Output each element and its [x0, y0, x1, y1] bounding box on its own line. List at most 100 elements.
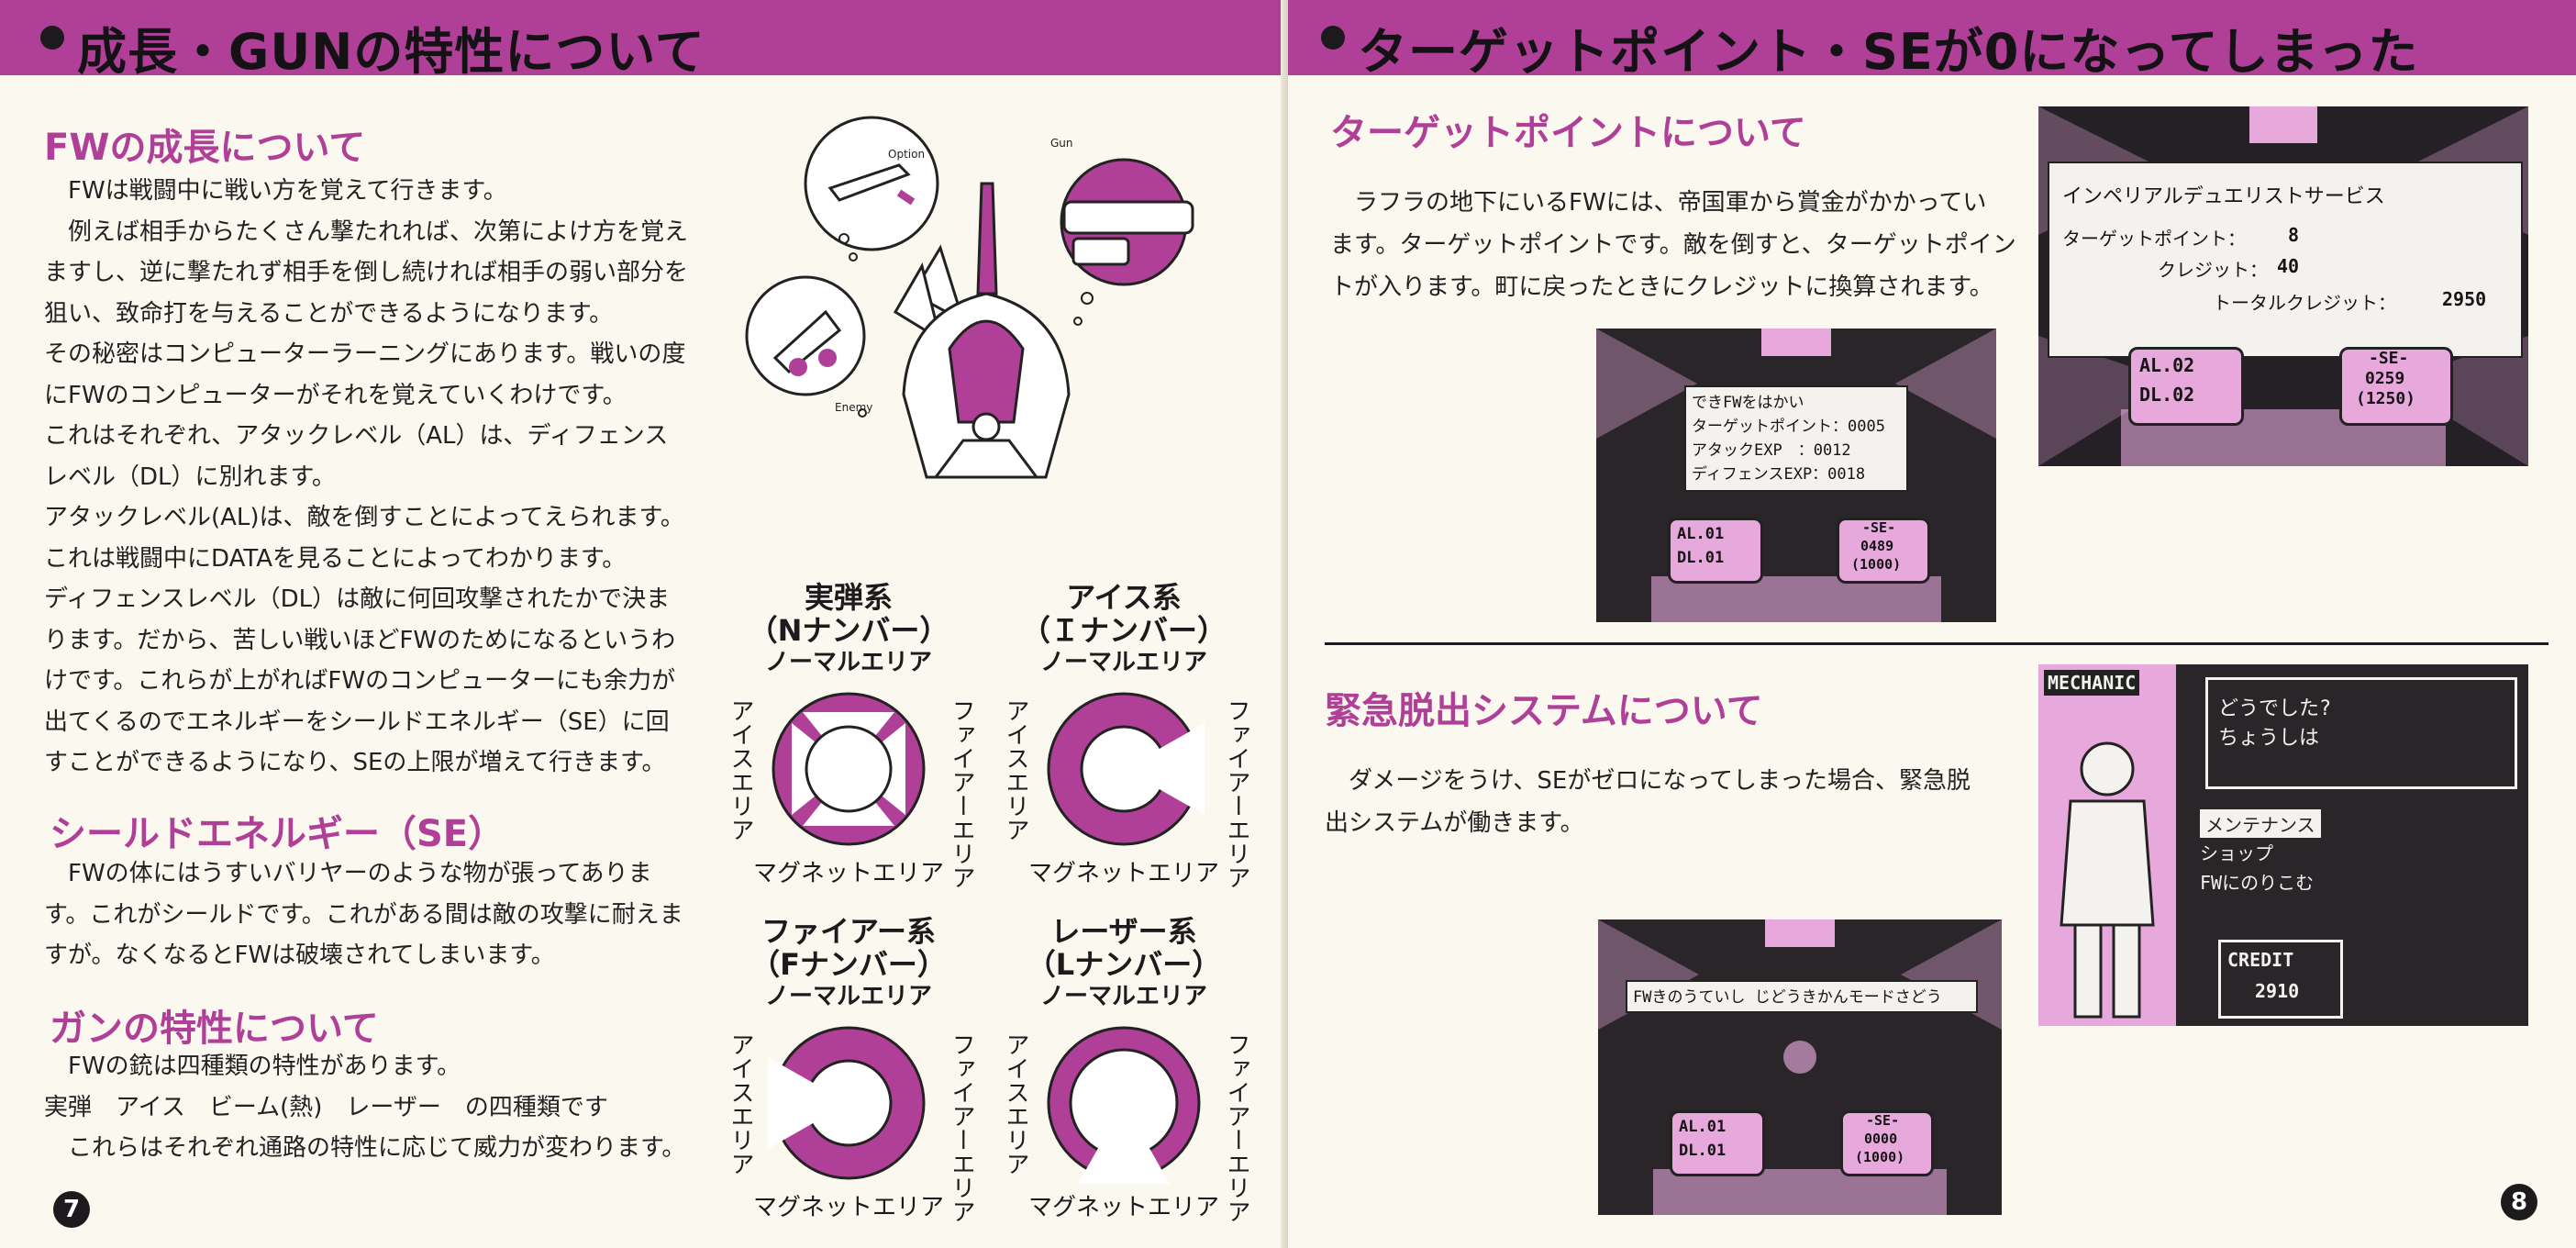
diagram-type-name: レーザー系 — [1050, 914, 1197, 949]
bullet-dot-icon — [40, 26, 64, 50]
body-line: ダメージをうけ、SEがゼロになってしまった場合、緊急脱 — [1325, 767, 1971, 795]
mechanic-screenshot: MECHANIC どうでした? ちょうしは メンテナンス ショップ FWにのりこ… — [2038, 664, 2528, 1026]
body-line: FWの体にはうすいバリヤーのような物が張ってありま — [44, 860, 652, 887]
body-line: す。これがシールドです。これがある間は敵の攻撃に耐えま — [44, 900, 683, 929]
se-gauge — [1837, 518, 1930, 584]
se-value: 0000 — [1864, 1131, 1898, 1147]
diagram-right-label: ファイアーエリア — [1223, 698, 1250, 889]
dl-value: DL.01 — [1679, 1142, 1727, 1160]
tp-label: ターゲットポイント： — [2062, 228, 2246, 250]
gun-type-diagram-n: 実弾系 （Nナンバー） ノーマルエリア アイスエリア ファイアーエリア マグネッ… — [711, 574, 986, 914]
left-header-bar: 成長・GUNの特性について — [0, 0, 1284, 81]
escape-message: FWきのうていし じどうきかんモードさどう — [1633, 988, 1942, 1007]
body-line: トが入ります。町に戻ったときにクレジットに換算されます。 — [1330, 273, 1993, 301]
al-value: AL.01 — [1677, 525, 1725, 543]
mechanic-credit-label: CREDIT — [2227, 949, 2294, 971]
diagram-type-name: アイス系 — [1066, 580, 1182, 615]
service-panel — [2048, 162, 2523, 358]
dl-value: DL.01 — [1677, 549, 1725, 567]
diagram-type-number: （Lナンバー） — [1026, 947, 1222, 982]
menu-maintenance: メンテナンス — [2200, 809, 2321, 838]
right-header-bar: ターゲットポイント・SEが0になってしまった — [1288, 0, 2576, 81]
enemy-label: Enemy — [835, 401, 872, 414]
level-gauge — [1670, 1110, 1765, 1176]
al-value: AL.02 — [2139, 354, 2195, 376]
diagram-right-label: ファイアーエリア — [1223, 1032, 1250, 1223]
diagram-bottom-label: マグネットエリア — [752, 1194, 944, 1221]
total-credit-value: 2950 — [2442, 288, 2487, 310]
result-line-4: ディフェンスEXP：0018 — [1692, 465, 1866, 484]
result-panel — [1684, 385, 1908, 492]
credit-box — [2218, 940, 2343, 1019]
body-line: アタックレベル(AL)は、敵を倒すことによってえられます。 — [44, 504, 684, 531]
cockpit-frame — [1598, 919, 2002, 1215]
section-divider — [1325, 642, 2548, 645]
option-label: Option — [888, 148, 925, 161]
gun-body: FWの銃は四種類の特性があります。 実弾 アイス ビーム(熱) レーザー の四種… — [44, 1046, 705, 1169]
diagram-left-label: アイスエリア — [727, 698, 754, 841]
body-line: ラフラの地下にいるFWには、帝国軍から賞金がかかってい — [1330, 189, 1987, 217]
escape-message-panel — [1626, 980, 1978, 1013]
area-ring-f — [768, 1026, 926, 1180]
level-gauge — [2128, 347, 2244, 426]
result-line-1: できFWをはかい — [1692, 394, 1804, 412]
page-number-left: 7 — [53, 1191, 90, 1228]
body-line: すことができるようになり、SEの上限が増えて行きます。 — [44, 749, 666, 776]
body-line: 狙い、致命打を与えることができるようになります。 — [44, 299, 614, 328]
menu-shop: ショップ — [2200, 842, 2273, 864]
fw-growth-body: FWは戦闘中に戦い方を覚えて行きます。 例えば相手からたくさん撃たれれば、次第に… — [44, 171, 705, 784]
result-line-2: ターゲットポイント：0005 — [1692, 418, 1885, 436]
total-credit-label: トータルクレジット： — [2213, 292, 2396, 314]
gun-type-diagram-i: アイス系 （Ｉナンバー） ノーマルエリア アイスエリア ファイアーエリア マグネ… — [986, 574, 1261, 914]
diagram-top-label: ノーマルエリア — [764, 649, 932, 676]
body-line: ディフェンスレベル（DL）は敵に何回攻撃されたかで決ま — [44, 585, 671, 613]
area-ring-n — [772, 692, 926, 846]
left-page: 成長・GUNの特性について FWの成長について FWは戦闘中に戦い方を覚えて行き… — [0, 0, 1284, 1248]
page-number-right: 8 — [2501, 1184, 2537, 1220]
diagram-type-number: （Fナンバー） — [750, 947, 947, 982]
diagram-left-label: アイスエリア — [727, 1032, 754, 1176]
se-label: -SE- — [2369, 349, 2409, 368]
mechanic-character — [2060, 741, 2155, 1019]
shield-heading: シールドエネルギー（SE） — [50, 813, 505, 855]
gun-heading: ガンの特性について — [50, 1008, 379, 1050]
right-page-title: ターゲットポイント・SEが0になってしまった — [1358, 23, 2419, 81]
diagram-right-label: ファイアーエリア — [948, 698, 975, 889]
area-ring-i — [1047, 692, 1205, 846]
se-value: 0259 — [2365, 369, 2405, 388]
se-label: -SE- — [1866, 1112, 1900, 1129]
body-line: レベル（DL）に別れます。 — [44, 462, 336, 491]
escape-battle-screenshot: FWきのうていし じどうきかんモードさどう AL.01 DL.01 -SE- 0… — [1598, 919, 2002, 1215]
body-line: けです。これらが上がればFWのコンピューターにも余力が — [44, 667, 676, 695]
mechanic-sign: MECHANIC — [2044, 670, 2140, 696]
dl-value: DL.02 — [2139, 384, 2195, 406]
diagram-top-label: ノーマルエリア — [764, 983, 932, 1010]
gun-type-diagram-l: レーザー系 （Lナンバー） ノーマルエリア アイスエリア ファイアーエリア マグ… — [986, 908, 1261, 1248]
body-line: これらはそれぞれ通路の特性に応じて威力が変わります。 — [44, 1134, 686, 1162]
dialog-line-2: ちょうしは — [2218, 727, 2320, 750]
area-ring-l — [1047, 1026, 1201, 1184]
body-line: にFWのコンピューターがそれを覚えていくわけです。 — [44, 381, 627, 409]
diagram-type-number: （Ｉナンバー） — [1020, 613, 1227, 648]
credit-value: 40 — [2277, 255, 2300, 277]
se-max: (1000) — [1855, 1149, 1905, 1165]
body-line: すが。なくなるとFWは破壊されてしまいます。 — [44, 942, 555, 969]
diagram-type-name: ファイアー系 — [761, 914, 937, 949]
body-line: 例えば相手からたくさん撃たれれば、次第によけ方を覚え — [44, 217, 689, 246]
se-gauge — [1840, 1110, 1934, 1176]
se-max: (1000) — [1851, 556, 1902, 573]
se-value: 0489 — [1860, 538, 1894, 554]
body-line: FWは戦闘中に戦い方を覚えて行きます。 — [44, 177, 507, 205]
imperial-service-screenshot: インペリアルデュエリストサービス ターゲットポイント： 8 クレジット： 40 … — [2038, 106, 2528, 466]
robot-drawing: Option Gun Enemy — [745, 116, 1194, 479]
diagram-left-label: アイスエリア — [1002, 1032, 1029, 1176]
body-line: ります。だから、苦しい戦いほどFWのためになるというわ — [44, 626, 676, 654]
se-max: (1250) — [2356, 389, 2416, 408]
body-line: ます。ターゲットポイントです。敵を倒すと、ターゲットポイン — [1330, 231, 2016, 259]
menu-board-fw: FWにのりこむ — [2200, 872, 2315, 894]
diagram-left-label: アイスエリア — [1002, 698, 1029, 841]
dialog-box — [2205, 677, 2517, 789]
dialog-line-1: どうでした? — [2218, 697, 2332, 720]
right-page: ターゲットポイント・SEが0になってしまった ターゲットポイントについて ラフラ… — [1288, 0, 2576, 1248]
body-line: これはそれぞれ、アタックレベル（AL）は、ディフェンス — [44, 422, 669, 450]
